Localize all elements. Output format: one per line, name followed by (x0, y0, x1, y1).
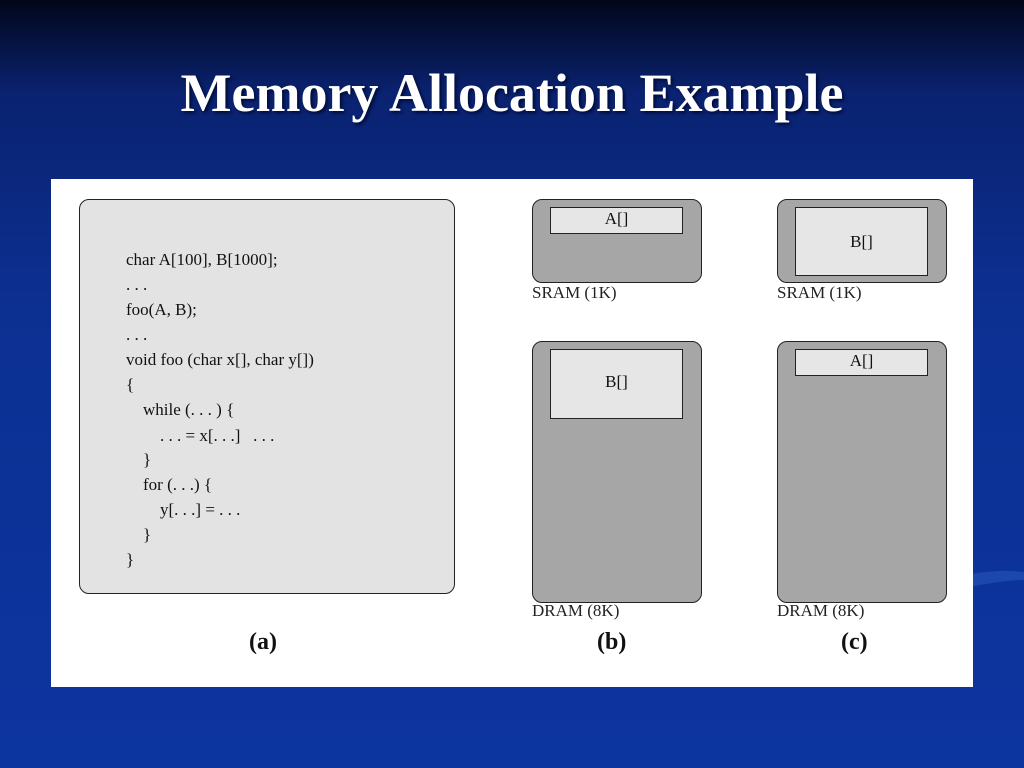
sram-block-c: B[] (777, 199, 947, 283)
dram-label-b: DRAM (8K) (532, 601, 620, 620)
code-line: foo(A, B); (126, 300, 197, 319)
code-line: char A[100], B[1000]; (126, 250, 278, 269)
code-line: . . . (126, 325, 148, 344)
code-line: } (126, 550, 135, 569)
slide-title: Memory Allocation Example (180, 63, 844, 123)
code-line: . . . = x[. . .] . . . (126, 426, 275, 445)
sram-label-b: SRAM (1K) (532, 283, 617, 302)
array-b-in-dram: B[] (550, 349, 683, 419)
sram-block-b: A[] (532, 199, 702, 283)
panel-label-c: (c) (841, 629, 868, 655)
array-b-in-sram: B[] (795, 207, 928, 276)
code-line: { (126, 375, 135, 394)
array-a-in-dram: A[] (795, 349, 928, 376)
code-listing-box: char A[100], B[1000]; . . . foo(A, B); .… (79, 199, 455, 594)
code-line: while (. . . ) { (126, 400, 235, 419)
dram-block-c: A[] (777, 341, 947, 603)
memory-allocation-figure: char A[100], B[1000]; . . . foo(A, B); .… (51, 179, 973, 687)
dram-label-c: DRAM (8K) (777, 601, 865, 620)
panel-label-b: (b) (597, 629, 627, 655)
code-line: } (126, 450, 152, 469)
code-line: for (. . .) { (126, 475, 213, 494)
code-line: y[. . .] = . . . (126, 500, 241, 519)
sram-label-c: SRAM (1K) (777, 283, 862, 302)
dram-block-b: B[] (532, 341, 702, 603)
code-line: void foo (char x[], char y[]) (126, 350, 314, 369)
array-a-in-sram: A[] (550, 207, 683, 234)
code-line: } (126, 525, 152, 544)
panel-label-a: (a) (249, 629, 277, 655)
code-line: . . . (126, 275, 148, 294)
